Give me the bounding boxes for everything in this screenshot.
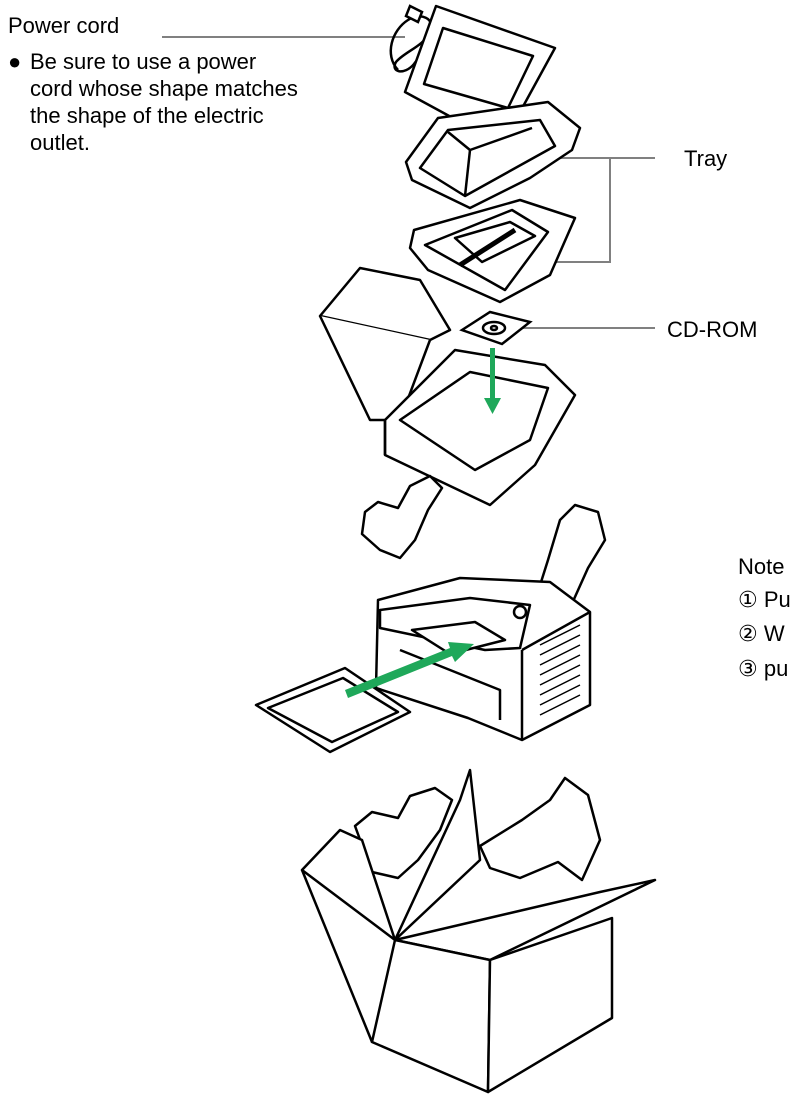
- tray-top-illustration: [404, 100, 582, 210]
- power-cord-label: Power cord: [8, 13, 120, 38]
- cdrom-label: CD-ROM: [667, 317, 758, 342]
- note-item-1: ① Pu: [738, 586, 791, 613]
- note-item-2: ② W: [738, 620, 785, 647]
- tray-leader-bracket: [535, 158, 611, 263]
- note-item-2-text: W: [763, 621, 785, 646]
- paper-tray-illustration: [254, 666, 412, 754]
- shipping-box-illustration: [300, 768, 657, 1094]
- power-cord-note: ● Be sure to use a power cord whose shap…: [8, 48, 298, 156]
- note-item-3-number: ③: [738, 656, 758, 681]
- foam-insert-lower-illustration: [353, 776, 602, 882]
- note-item-2-number: ②: [738, 621, 758, 646]
- tray-bottom-illustration: [408, 198, 577, 304]
- note-title: Note: [738, 554, 785, 579]
- note-item-3: ③ pu: [738, 655, 788, 682]
- tray-label: Tray: [684, 146, 728, 171]
- scanner-illustration: [374, 576, 592, 742]
- bullet-icon: ●: [8, 49, 22, 74]
- insert-cdrom-arrow: [484, 348, 501, 414]
- insert-tray-arrow: [345, 642, 474, 698]
- cdrom-illustration: [459, 310, 533, 346]
- note-item-3-text: pu: [763, 656, 789, 681]
- top-carton-illustration: [318, 266, 577, 507]
- power-cord-note-text: Be sure to use a power cord whose shape …: [30, 49, 298, 155]
- note-item-1-text: Pu: [763, 587, 791, 612]
- note-item-1-number: ①: [738, 587, 758, 612]
